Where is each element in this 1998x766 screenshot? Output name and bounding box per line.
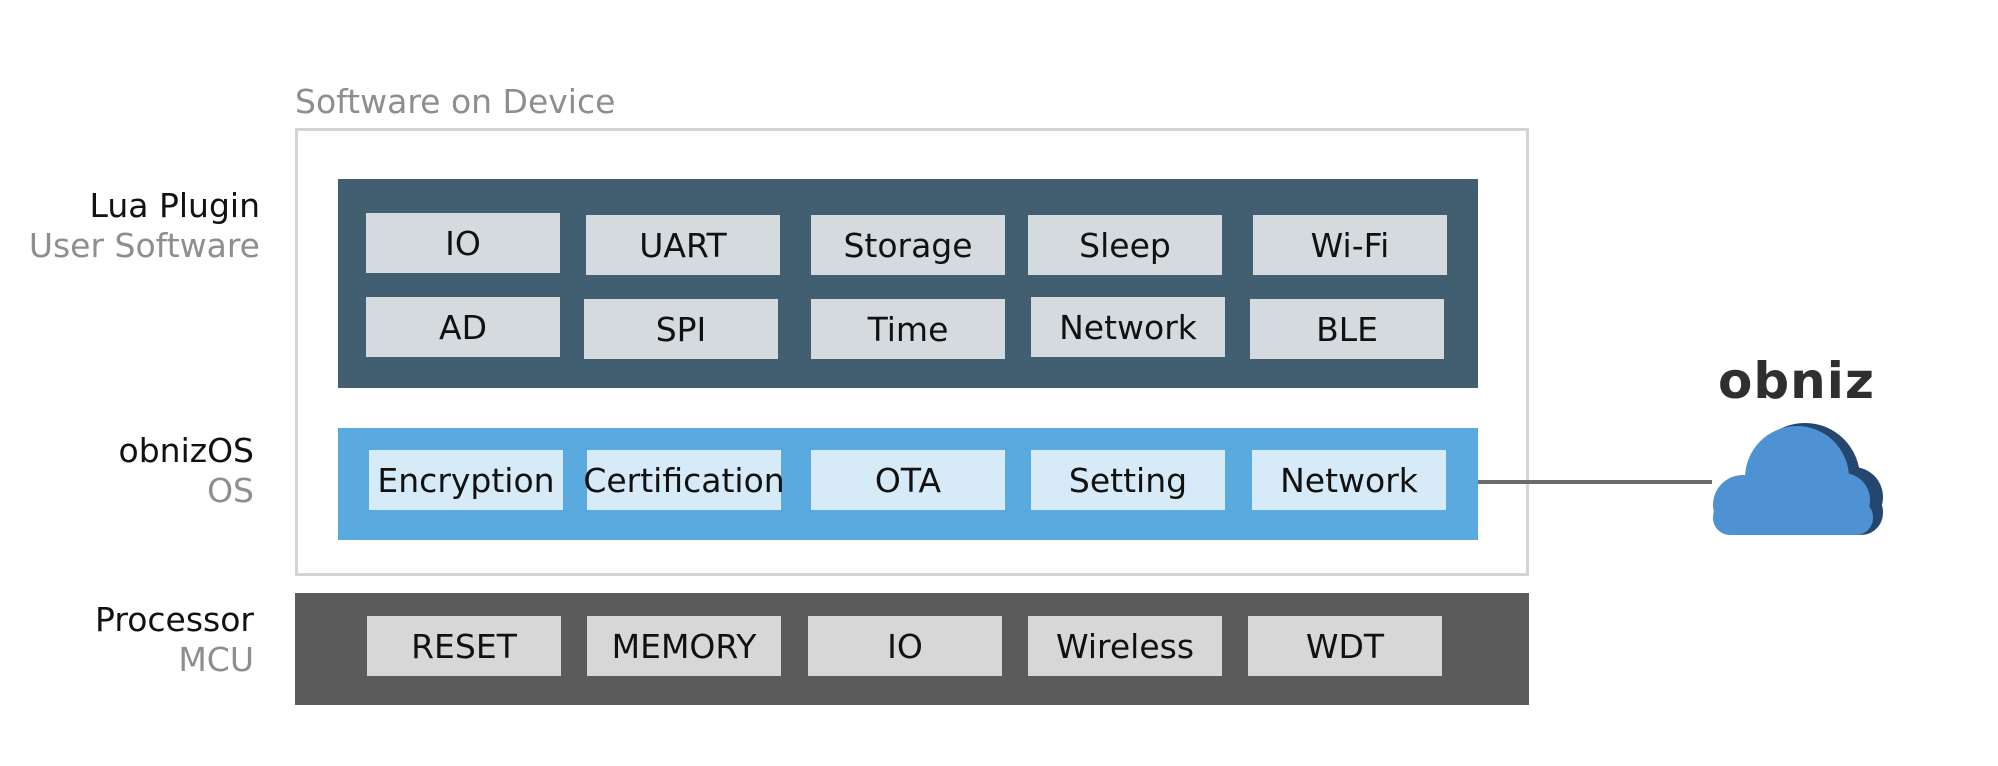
module-encryption: Encryption xyxy=(369,450,563,510)
layer-label-os: obnizOS OS xyxy=(0,431,254,511)
module-reset: RESET xyxy=(367,616,561,676)
software-on-device-frame xyxy=(295,128,1529,576)
cloud-connector-line xyxy=(1478,480,1712,484)
module-ble: BLE xyxy=(1250,299,1444,359)
module-ad: AD xyxy=(366,297,560,357)
module-setting: Setting xyxy=(1031,450,1225,510)
module-time: Time xyxy=(811,299,1005,359)
module-certification: Certification xyxy=(583,450,785,510)
module-storage: Storage xyxy=(811,215,1005,275)
module-wifi: Wi-Fi xyxy=(1253,215,1447,275)
layer-name-lua: Lua Plugin xyxy=(89,186,260,225)
obnizos-panel: Encryption Certification OTA Setting Net… xyxy=(338,428,1478,540)
module-uart: UART xyxy=(586,215,780,275)
processor-panel: RESET MEMORY IO Wireless WDT xyxy=(295,593,1529,705)
module-network-os: Network xyxy=(1252,450,1446,510)
module-ota: OTA xyxy=(811,450,1005,510)
module-memory: MEMORY xyxy=(587,616,781,676)
module-sleep: Sleep xyxy=(1028,215,1222,275)
layer-label-mcu: Processor MCU xyxy=(0,600,254,680)
layer-sub-os: OS xyxy=(207,471,254,510)
lua-plugin-panel: IO UART Storage Sleep Wi-Fi AD SPI Time … xyxy=(338,179,1478,388)
layer-name-mcu: Processor xyxy=(95,600,254,639)
module-io: IO xyxy=(366,213,560,273)
layer-sub-lua: User Software xyxy=(28,226,260,265)
module-io-mcu: IO xyxy=(808,616,1002,676)
module-wdt: WDT xyxy=(1248,616,1442,676)
module-spi: SPI xyxy=(584,299,778,359)
device-caption: Software on Device xyxy=(295,82,616,121)
layer-sub-mcu: MCU xyxy=(178,640,254,679)
layer-name-os: obnizOS xyxy=(118,431,254,470)
module-wireless: Wireless xyxy=(1028,616,1222,676)
cloud-icon xyxy=(1713,423,1883,535)
obniz-logo: obniz xyxy=(1718,352,1875,410)
layer-label-lua: Lua Plugin User Software xyxy=(0,186,260,266)
module-network-lua: Network xyxy=(1031,297,1225,357)
